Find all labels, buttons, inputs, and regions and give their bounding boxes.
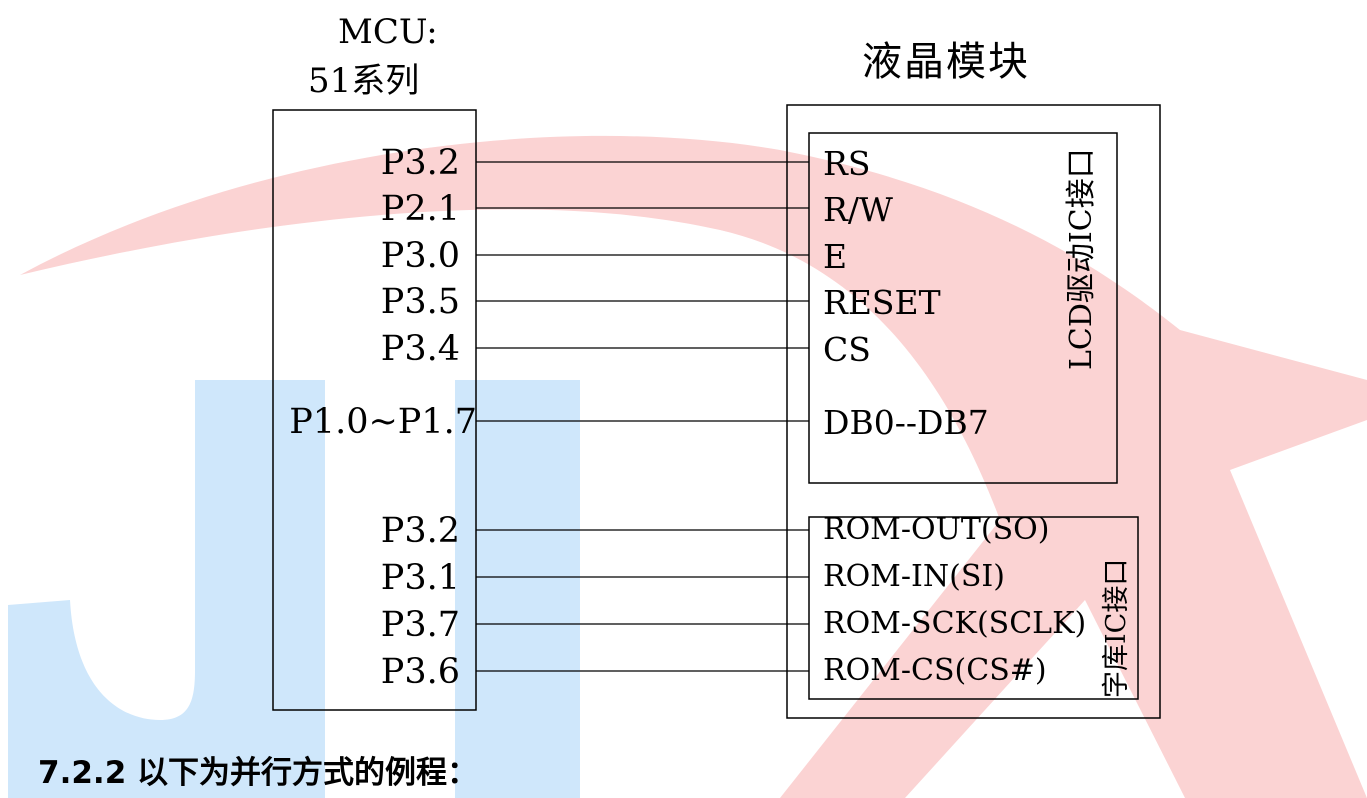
mcu-pin-label: P3.2 [380,511,460,551]
mcu-pin-label: P2.1 [380,189,460,229]
section-caption: 7.2.2 以下为并行方式的例程： [38,755,479,791]
mcu-title-line2: 51系列 [308,61,420,101]
mcu-pin-label: P3.5 [380,282,460,322]
mcu-box [272,109,477,711]
mcu-pin-label: P3.6 [380,652,460,692]
mcu-pin-label: P1.0~P1.7 [289,402,477,442]
rom-signal-label: ROM-OUT(SO) [823,512,1050,547]
lcd-interface-box [808,132,1118,484]
lcd-signal-label: RESET [823,283,941,322]
lcd-module-title: 液晶模块 [862,39,1030,85]
mcu-pin-label: P3.2 [380,143,460,183]
watermark-letter-j [8,380,325,798]
lcd-signal-label: CS [823,330,871,369]
mcu-pin-label: P3.7 [380,605,460,645]
mcu-title-line1: MCU: [338,12,438,52]
lcd-interface-label: LCD驱动IC接口 [1064,148,1099,370]
lcd-signal-label: RS [823,144,871,183]
mcu-pin-label: P3.1 [380,558,460,598]
lcd-signal-label: R/W [823,190,893,229]
mcu-pin-label: P3.0 [380,236,460,276]
lcd-signal-label: E [823,237,848,276]
watermark-letter-l [455,380,580,798]
font-rom-interface-label: 字库IC接口 [1101,558,1132,698]
mcu-pin-label: P3.4 [380,329,460,369]
rom-signal-label: ROM-IN(SI) [823,559,1005,594]
lcd-signal-label: DB0--DB7 [823,403,989,442]
rom-signal-label: ROM-CS(CS#) [823,653,1047,688]
rom-signal-label: ROM-SCK(SCLK) [823,606,1087,641]
lcd-module-box [786,104,1161,719]
font-rom-interface-box [808,516,1139,700]
watermark-swoosh [20,135,1367,798]
